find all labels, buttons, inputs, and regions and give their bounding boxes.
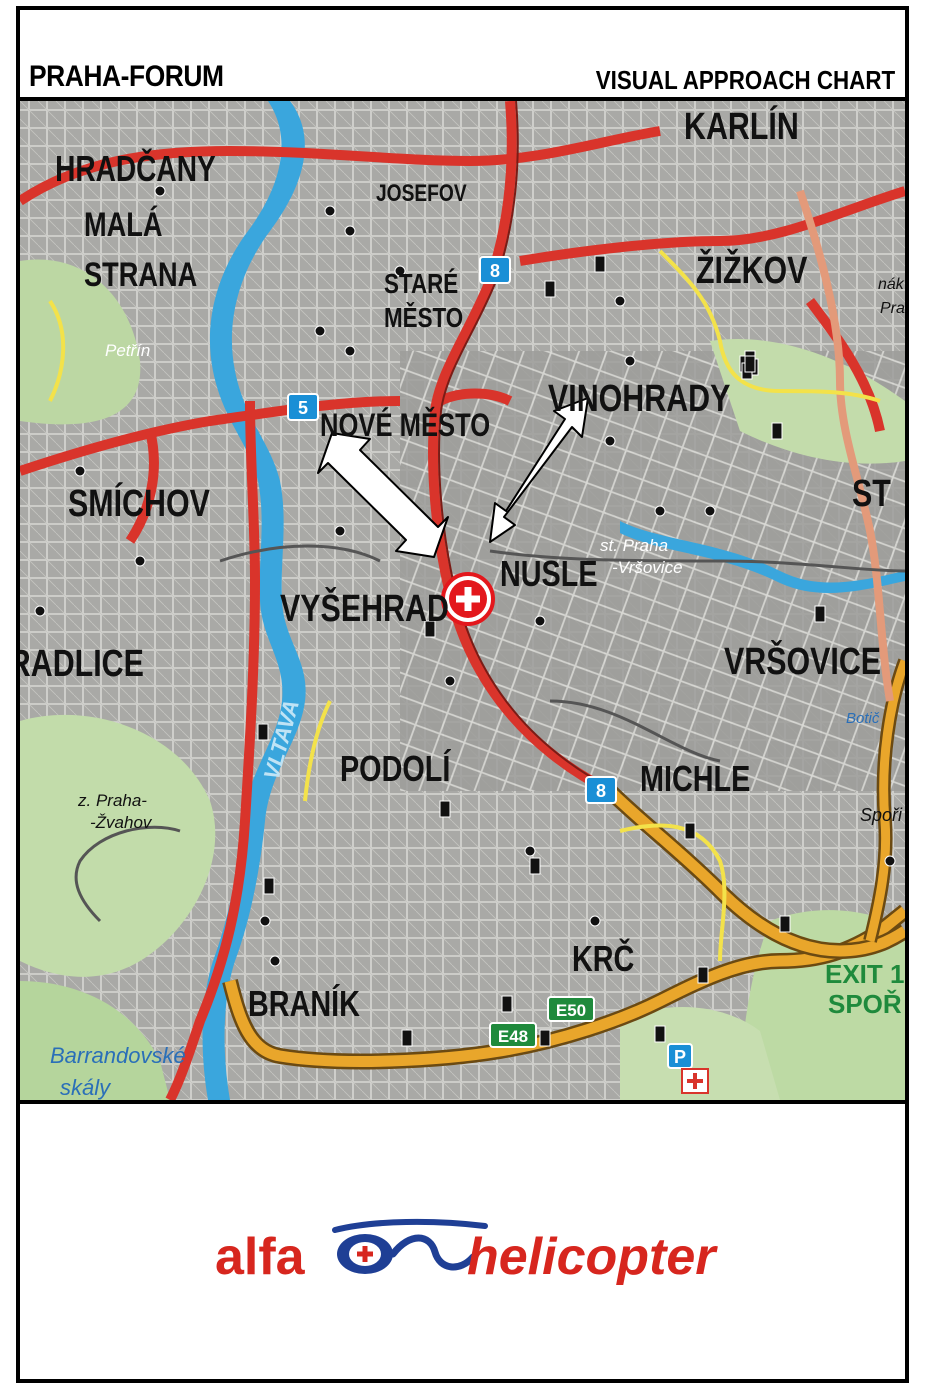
label-strana: STRANA — [84, 255, 197, 294]
small-labels: Petřín st. Praha -Vršovice z. Praha- -Žv… — [50, 276, 905, 1100]
svg-text:E48: E48 — [498, 1027, 528, 1046]
label-vysehrad: VYŠEHRAD — [280, 586, 449, 630]
parking-symbol: P — [667, 1043, 693, 1069]
label-stare: STARÉ — [384, 268, 458, 300]
secondary-roads — [48, 249, 881, 962]
label-karlin: KARLÍN — [684, 104, 799, 148]
label-st-praha: st. Praha — [600, 536, 668, 555]
label-radlice: RADLICE — [20, 643, 144, 685]
label-krc: KRČ — [572, 937, 634, 979]
page-title: PRAHA-FORUM — [29, 60, 224, 93]
label-st: ST — [852, 473, 891, 515]
label-z-praha: z. Praha- — [77, 791, 147, 810]
label-nak: nák — [878, 276, 905, 293]
label-mala: MALÁ — [84, 205, 163, 244]
map-symbols — [34, 185, 896, 1047]
road-shield-e50: E50 — [547, 996, 595, 1022]
motorway-east — [865, 659, 905, 943]
approach-arrow-northeast — [489, 397, 589, 543]
road-shield-e48: E48 — [489, 1022, 537, 1048]
exit-labels: EXIT 1 SPOŘ — [825, 959, 904, 1019]
chart-frame: PRAHA-FORUM VISUAL APPROACH CHART — [16, 6, 909, 1383]
label-hradcany: HRADČANY — [55, 149, 216, 189]
label-nove-mesto: NOVÉ MĚSTO — [320, 406, 490, 444]
park-petrin — [20, 259, 141, 425]
label-michle: MICHLE — [640, 758, 750, 799]
label-vinohrady: VINOHRADY — [548, 378, 730, 420]
svg-text:5: 5 — [298, 398, 308, 418]
label-exit: EXIT 1 — [825, 959, 904, 989]
park-zizkov — [710, 339, 905, 464]
label-nusle: NUSLE — [500, 553, 598, 594]
label-zvahov: -Žvahov — [90, 813, 153, 832]
motorway-michle — [606, 787, 905, 957]
motorway-south — [224, 906, 905, 1067]
chart-footer: alfa helicopter — [20, 1104, 905, 1379]
svg-text:8: 8 — [490, 261, 500, 281]
label-sporilov: Spoři — [860, 805, 903, 825]
hospital-symbol — [681, 1068, 709, 1094]
label-vrsovice-station: -Vršovice — [612, 558, 683, 577]
label-mesto: MĚSTO — [384, 300, 463, 333]
helipad-target-icon[interactable] — [441, 572, 495, 626]
district-labels: HRADČANY MALÁ STRANA JOSEFOV STARÉ MĚSTO… — [20, 104, 891, 1024]
approach-arrow-northwest — [317, 432, 449, 558]
label-pra: Pra — [880, 300, 905, 317]
chart-header: PRAHA-FORUM VISUAL APPROACH CHART — [20, 10, 905, 101]
label-branik: BRANÍK — [248, 983, 360, 1024]
label-zizkov: ŽIŽKOV — [696, 248, 807, 292]
road-shield-8-north: 8 — [479, 256, 511, 284]
svg-text:P: P — [674, 1047, 686, 1067]
svg-text:E50: E50 — [556, 1001, 586, 1020]
road-shield-8-south: 8 — [585, 776, 617, 804]
approach-map[interactable]: 8 5 8 E50 E48 — [20, 101, 905, 1104]
chart-type-label: VISUAL APPROACH CHART — [595, 65, 895, 95]
map-canvas[interactable]: 8 5 8 E50 E48 — [20, 101, 905, 1100]
label-vrsovice: VRŠOVICE — [724, 639, 881, 683]
label-smichov: SMÍCHOV — [68, 481, 210, 525]
arterial-east — [796, 189, 894, 702]
label-podoli: PODOLÍ — [340, 748, 451, 789]
label-barrandovske: Barrandovské — [50, 1043, 186, 1068]
park-radlice — [20, 714, 216, 977]
railway — [74, 544, 905, 923]
main-roads — [20, 101, 905, 1100]
park-barrandov — [20, 981, 170, 1100]
svg-text:8: 8 — [596, 781, 606, 801]
main-roads-edge — [438, 101, 617, 792]
logo-text-alfa: alfa — [215, 1228, 306, 1286]
alfa-helicopter-logo: alfa helicopter — [215, 1218, 718, 1286]
label-josefov: JOSEFOV — [376, 179, 467, 207]
label-petrin: Petřín — [105, 341, 150, 360]
road-shield-5: 5 — [287, 393, 319, 421]
logo-text-helicopter: helicopter — [467, 1228, 718, 1286]
river-vltava — [202, 101, 306, 1100]
helicopter-emblem-icon — [332, 1218, 488, 1274]
label-botic: Botič — [846, 710, 880, 727]
label-skaly: skály — [60, 1075, 112, 1100]
label-spor: SPOŘ — [828, 989, 902, 1019]
